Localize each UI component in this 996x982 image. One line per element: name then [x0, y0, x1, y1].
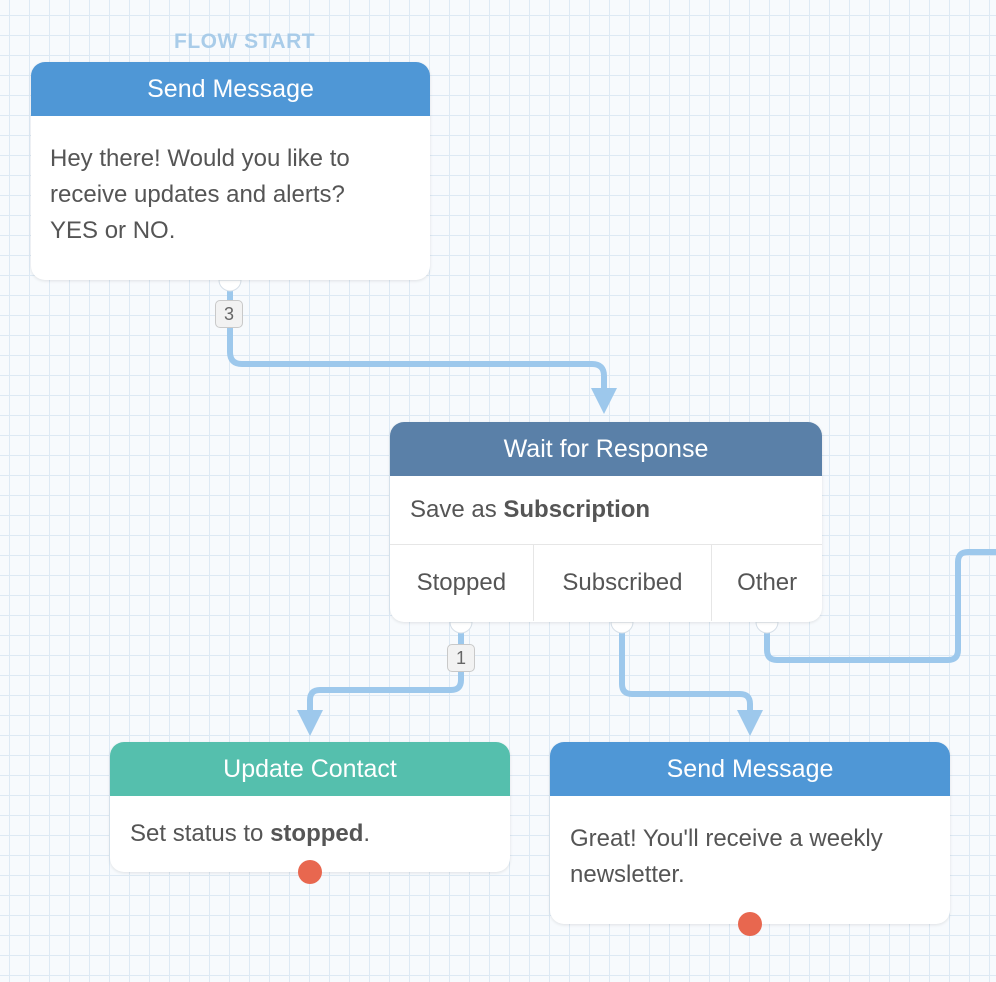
exit-nub-other	[755, 621, 779, 634]
save-as-line: Save as Subscription	[390, 476, 822, 544]
exit-nub-send1	[218, 279, 242, 292]
case-stopped[interactable]: Stopped	[390, 545, 534, 621]
message-text: Hey there! Would you like to receive upd…	[50, 145, 350, 244]
exit-nub-subscribed	[610, 621, 634, 634]
result-variable: Subscription	[503, 496, 651, 523]
connector-subscribed-to-send2	[619, 621, 753, 717]
update-text: Set status to stopped.	[110, 796, 510, 852]
connector-send1-to-wait	[227, 279, 607, 395]
flow-start-label: FLOW START	[174, 30, 316, 53]
response-cases: Stopped Subscribed Other	[390, 544, 822, 621]
node-title: Send Message	[550, 742, 950, 796]
exit-dot[interactable]	[298, 860, 322, 884]
case-subscribed[interactable]: Subscribed	[534, 545, 713, 621]
status-value: stopped	[270, 820, 364, 847]
arrowhead-send2	[737, 710, 763, 736]
arrowhead-update	[297, 710, 323, 736]
save-as-prefix: Save as	[410, 496, 497, 523]
update-suffix: .	[363, 820, 371, 847]
send-message-node[interactable]: Send Message Great! You'll receive a wee…	[550, 742, 950, 924]
node-title: Send Message	[31, 62, 430, 116]
arrowhead-wait	[591, 388, 617, 414]
connector-stopped-to-update	[307, 621, 464, 717]
update-prefix: Set status to	[130, 820, 264, 847]
message-text: Great! You'll receive a weekly newslette…	[570, 825, 883, 888]
send-message-node[interactable]: Send Message Hey there! Would you like t…	[31, 62, 430, 280]
node-title: Update Contact	[110, 742, 510, 796]
exit-count-badge[interactable]: 3	[215, 300, 243, 328]
exit-dot[interactable]	[738, 912, 762, 936]
exit-nub-stopped	[449, 621, 473, 634]
case-other[interactable]: Other	[737, 569, 798, 596]
wait-for-response-node[interactable]: Wait for Response Save as Subscription S…	[390, 422, 822, 622]
update-contact-node[interactable]: Update Contact Set status to stopped.	[110, 742, 510, 872]
node-title: Wait for Response	[390, 422, 822, 476]
exit-count-badge[interactable]: 1	[447, 644, 475, 672]
